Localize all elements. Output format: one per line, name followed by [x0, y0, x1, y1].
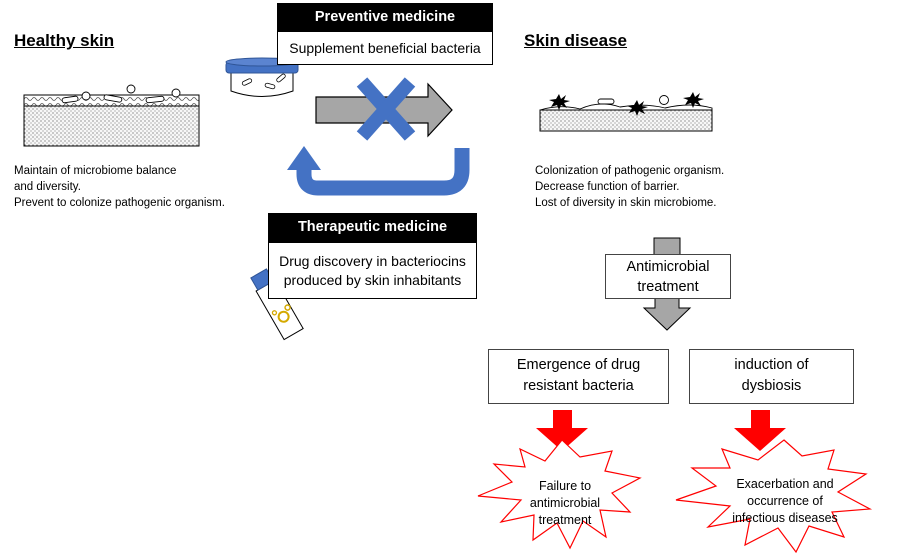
healthy-skin-title: Healthy skin — [14, 31, 115, 50]
outcome-left-label: Failure to antimicrobial treatment — [529, 479, 601, 527]
therapeutic-medicine-header: Therapeutic medicine — [268, 213, 477, 242]
outcome-burst-right — [675, 439, 873, 553]
pathogen-icon — [627, 100, 648, 116]
drug-resistance-box: Emergence of drug resistant bacteria — [488, 349, 669, 404]
dysbiosis-box: induction of dysbiosis — [689, 349, 854, 404]
antimicrobial-treatment-box: Antimicrobial treatment — [605, 254, 731, 299]
cross-icon — [356, 77, 416, 141]
pathogen-icon — [549, 94, 570, 110]
skin-disease-description: Colonization of pathogenic organism. Dec… — [535, 165, 725, 209]
disease-skin-illustration — [539, 92, 713, 132]
red-arrow-right — [734, 410, 786, 451]
red-arrow-left — [536, 410, 588, 451]
skin-disease-title: Skin disease — [524, 31, 628, 50]
healthy-skin-illustration — [23, 84, 200, 147]
therapeutic-medicine-body: Drug discovery in bacteriocins produced … — [268, 242, 477, 299]
return-arrow — [287, 146, 470, 196]
outcome-right-label: Exacerbation and occurrence of infectiou… — [732, 477, 838, 525]
healthy-skin-description: Maintain of microbiome balance and diver… — [14, 165, 225, 209]
down-arrow-from-treatment — [642, 297, 692, 331]
preventive-medicine-body: Supplement beneficial bacteria — [277, 31, 493, 65]
preventive-medicine-header: Preventive medicine — [277, 3, 493, 31]
pathogen-icon — [683, 92, 704, 108]
outcome-burst-left — [477, 439, 642, 550]
blocked-progression-arrow — [315, 77, 453, 141]
